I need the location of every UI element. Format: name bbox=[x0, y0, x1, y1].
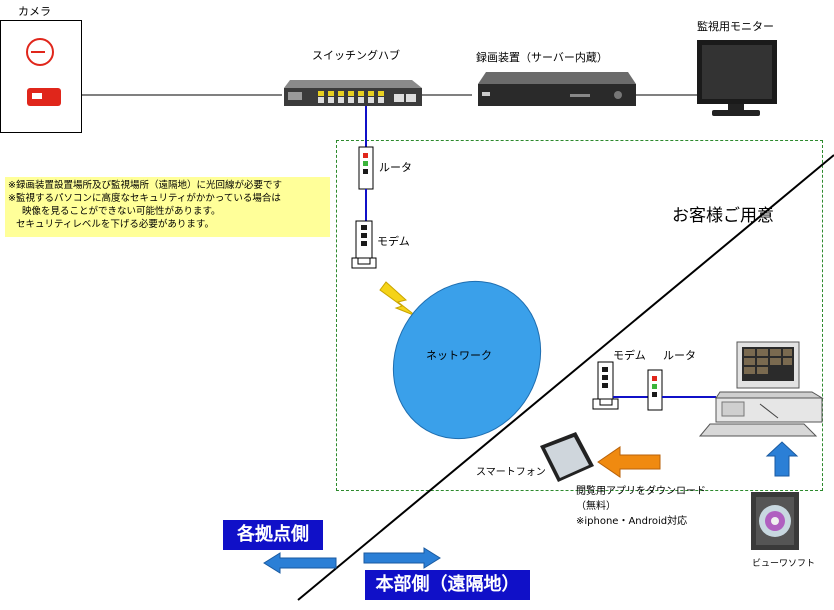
download-line-3: ※iphone・Android対応 bbox=[576, 516, 688, 527]
note-line-2: ※監視するパソコンに高度なセキュリティがかかっている場合は bbox=[8, 193, 281, 204]
hq-side-label: 本部側（遠隔地） bbox=[365, 570, 530, 600]
switching-hub-label: スイッチングハブ bbox=[312, 49, 400, 62]
smartphone-label: スマートフォン bbox=[476, 467, 546, 478]
recorder-label: 録画装置（サーバー内蔵） bbox=[476, 51, 608, 64]
note-line-4: セキュリティレベルを下げる必要があります。 bbox=[16, 219, 214, 230]
network-label: ネットワーク bbox=[426, 349, 492, 362]
arrow-right-icon bbox=[363, 547, 441, 569]
branch-side-label: 各拠点側 bbox=[223, 520, 323, 550]
monitor-label: 監視用モニター bbox=[697, 20, 774, 33]
lightning-icon bbox=[379, 281, 417, 317]
modem-bottom-icon bbox=[592, 361, 619, 410]
note-line-1: ※録画装置設置場所及び監視場所（遠隔地）に光回線が必要です bbox=[8, 180, 282, 191]
router-bottom-label: ルータ bbox=[663, 349, 696, 362]
modem-top-label: モデム bbox=[377, 235, 410, 248]
router-bottom-icon bbox=[647, 369, 663, 411]
upload-arrow-icon bbox=[765, 441, 799, 477]
customer-label: お客様ご用意 bbox=[672, 206, 774, 226]
customer-area-box bbox=[336, 140, 823, 491]
modem-bottom-label: モデム bbox=[613, 349, 646, 362]
download-line-1: 閲覧用アプリをダウンロード bbox=[576, 486, 706, 497]
download-line-2: （無料） bbox=[576, 501, 616, 512]
note-line-3: 映像を見ることができない可能性があります。 bbox=[22, 206, 221, 217]
modem-top-icon bbox=[351, 220, 377, 269]
diagonal-divider bbox=[297, 154, 834, 601]
router-top-icon bbox=[358, 146, 374, 190]
camera-icon bbox=[26, 38, 61, 106]
viewer-software-label: ビューワソフト bbox=[752, 559, 816, 569]
router-top-label: ルータ bbox=[379, 161, 412, 174]
arrow-left-icon bbox=[263, 552, 337, 574]
monitor-icon bbox=[697, 40, 777, 116]
note-box: ※録画装置設置場所及び監視場所（遠隔地）に光回線が必要です ※監視するパソコンに… bbox=[5, 177, 330, 237]
smartphone-icon bbox=[540, 432, 594, 482]
viewer-software-icon bbox=[751, 492, 799, 550]
pc-icon bbox=[698, 341, 824, 437]
recorder-icon bbox=[478, 72, 636, 106]
network-cloud bbox=[392, 280, 542, 440]
camera-box bbox=[0, 20, 82, 133]
download-arrow-icon bbox=[597, 446, 661, 478]
camera-label: カメラ bbox=[18, 5, 51, 18]
switching-hub-icon bbox=[284, 80, 422, 106]
